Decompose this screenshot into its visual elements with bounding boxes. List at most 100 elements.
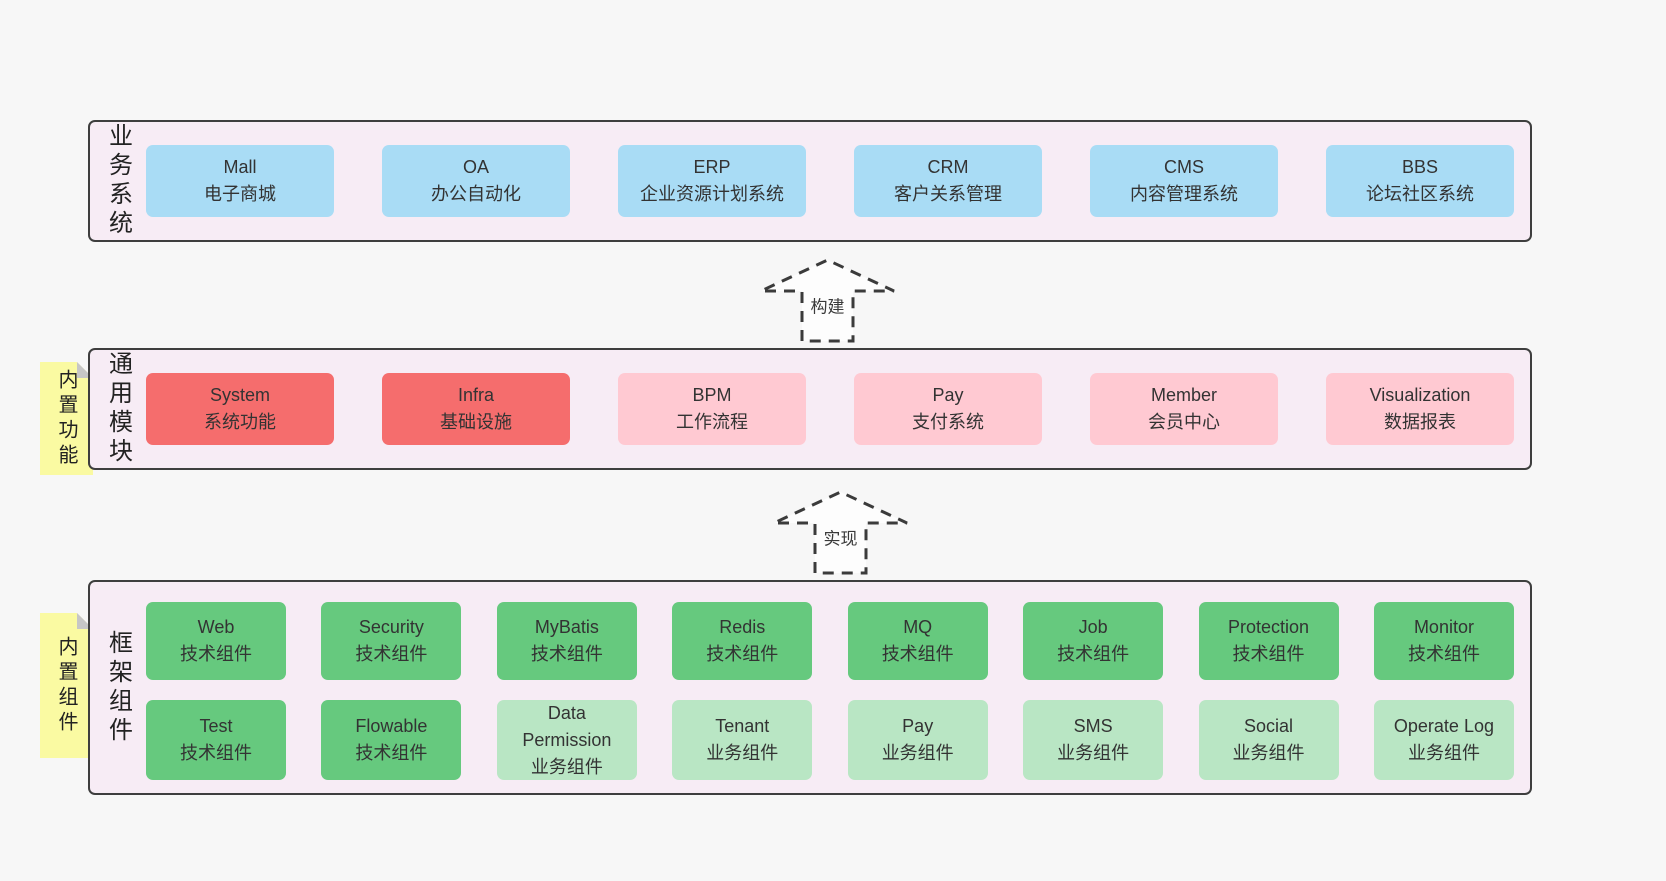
band-label-modules: 通用模块 (104, 351, 132, 467)
box-title: Visualization (1369, 385, 1471, 405)
box-title: CMS (1164, 157, 1204, 177)
box-subtitle: 会员中心 (1148, 412, 1220, 432)
implement-arrow: 实现 (768, 487, 913, 575)
box-monitor: Monitor 技术组件 (1373, 602, 1514, 680)
box-title: OA (462, 157, 489, 177)
box-mq: MQ 技术组件 (847, 602, 988, 680)
box-visualization: Visualization 数据报表 (1326, 373, 1514, 445)
box-subtitle: 内容管理系统 (1130, 184, 1238, 204)
box-member: Member 会员中心 (1090, 373, 1278, 445)
box-redis: Redis 技术组件 (672, 602, 813, 680)
implement-arrow-label: 实现 (820, 523, 861, 551)
box-title: Protection (1228, 617, 1310, 637)
box-data-permission: Data Permission 业务组件 (496, 700, 637, 780)
box-operate-log: Operate Log 业务组件 (1373, 700, 1514, 780)
box-title: Monitor (1413, 617, 1474, 637)
box-subtitle: 业务组件 (881, 743, 954, 763)
box-title: System (209, 385, 270, 405)
box-title: MQ (903, 617, 933, 637)
box-title: Tenant (715, 716, 770, 736)
box-subtitle: 业务组件 (1057, 743, 1130, 763)
box-system: System 系统功能 (146, 373, 334, 445)
business-box-row: Mall 电子商城 OA 办公自动化 ERP 企业资源计划系统 CRM 客户关系… (146, 122, 1514, 240)
box-test: Test 技术组件 (146, 700, 286, 780)
box-job: Job 技术组件 (1023, 602, 1164, 680)
box-bpm: BPM 工作流程 (618, 373, 806, 445)
box-title: ERP (693, 157, 731, 177)
build-arrow-label: 构建 (807, 291, 848, 319)
box-subtitle: 技术组件 (1057, 644, 1130, 664)
box-title: CRM (927, 157, 969, 177)
box-mall: Mall 电子商城 (146, 145, 334, 217)
box-subtitle: 电子商城 (204, 184, 276, 204)
box-title: Data Permission (522, 702, 612, 750)
box-tenant: Tenant 业务组件 (672, 700, 813, 780)
box-subtitle: 业务组件 (1407, 743, 1480, 763)
box-subtitle: 技术组件 (355, 743, 428, 763)
box-title: Job (1078, 617, 1108, 637)
box-title: Security (358, 617, 424, 637)
box-cms: CMS 内容管理系统 (1090, 145, 1278, 217)
framework-components-band: 框架组件 Web 技术组件 Security 技术组件 MyBatis 技术组件… (88, 580, 1532, 795)
box-sms: SMS 业务组件 (1023, 700, 1164, 780)
box-title: Redis (719, 617, 766, 637)
box-mybatis: MyBatis 技术组件 (496, 602, 637, 680)
box-title: BPM (692, 385, 732, 405)
framework-box-row-1: Web 技术组件 Security 技术组件 MyBatis 技术组件 Redi… (146, 602, 1514, 680)
box-subtitle: 系统功能 (204, 412, 276, 432)
box-title: Test (199, 716, 233, 736)
box-subtitle: 客户关系管理 (894, 184, 1002, 204)
box-subtitle: 技术组件 (881, 644, 954, 664)
box-subtitle: 企业资源计划系统 (640, 184, 784, 204)
box-subtitle: 工作流程 (676, 412, 748, 432)
box-title: Pay (932, 385, 964, 405)
box-subtitle: 业务组件 (530, 756, 603, 777)
box-subtitle: 技术组件 (1232, 644, 1305, 664)
box-infra: Infra 基础设施 (382, 373, 570, 445)
box-title: Web (197, 617, 235, 637)
box-protection: Protection 技术组件 (1198, 602, 1339, 680)
box-subtitle: 技术组件 (355, 644, 428, 664)
box-subtitle: 数据报表 (1384, 412, 1456, 432)
box-title: MyBatis (534, 617, 599, 637)
box-subtitle: 技术组件 (180, 743, 252, 763)
box-subtitle: 技术组件 (180, 644, 252, 664)
business-systems-band: 业务系统 Mall 电子商城 OA 办公自动化 ERP 企业资源计划系统 CRM… (88, 120, 1532, 242)
box-web: Web 技术组件 (146, 602, 286, 680)
box-bbs: BBS 论坛社区系统 (1326, 145, 1514, 217)
box-pay-module: Pay 支付系统 (854, 373, 1042, 445)
box-flowable: Flowable 技术组件 (321, 700, 462, 780)
common-modules-band: 通用模块 System 系统功能 Infra 基础设施 BPM 工作流程 Pay… (88, 348, 1532, 470)
box-title: SMS (1073, 716, 1113, 736)
box-subtitle: 支付系统 (912, 412, 984, 432)
box-pay-component: Pay 业务组件 (847, 700, 988, 780)
box-subtitle: 论坛社区系统 (1366, 184, 1474, 204)
box-subtitle: 技术组件 (706, 644, 779, 664)
box-security: Security 技术组件 (321, 602, 462, 680)
box-title: Infra (457, 385, 495, 405)
box-subtitle: 办公自动化 (431, 184, 521, 204)
band-label-framework: 框架组件 (104, 629, 132, 746)
box-subtitle: 技术组件 (1407, 644, 1480, 664)
box-title: BBS (1401, 157, 1439, 177)
box-subtitle: 技术组件 (530, 644, 603, 664)
box-title: Pay (902, 716, 934, 736)
box-title: Mall (223, 157, 257, 177)
box-title: Member (1150, 385, 1217, 405)
box-social: Social 业务组件 (1198, 700, 1339, 780)
box-subtitle: 业务组件 (1232, 743, 1305, 763)
box-title: Operate Log (1393, 716, 1494, 736)
sticky-note-built-in-components: 内置组件 (40, 613, 93, 758)
box-oa: OA 办公自动化 (382, 145, 570, 217)
box-title: Flowable (355, 716, 428, 736)
band-label-business: 业务系统 (104, 123, 132, 239)
box-title: Social (1244, 716, 1294, 736)
box-erp: ERP 企业资源计划系统 (618, 145, 806, 217)
box-subtitle: 基础设施 (440, 412, 512, 432)
framework-box-row-2: Test 技术组件 Flowable 技术组件 Data Permission … (146, 700, 1514, 780)
box-crm: CRM 客户关系管理 (854, 145, 1042, 217)
modules-box-row: System 系统功能 Infra 基础设施 BPM 工作流程 Pay 支付系统… (146, 350, 1514, 468)
box-subtitle: 业务组件 (706, 743, 779, 763)
build-arrow: 构建 (755, 255, 900, 343)
sticky-note-built-in-functions: 内置功能 (40, 362, 93, 475)
